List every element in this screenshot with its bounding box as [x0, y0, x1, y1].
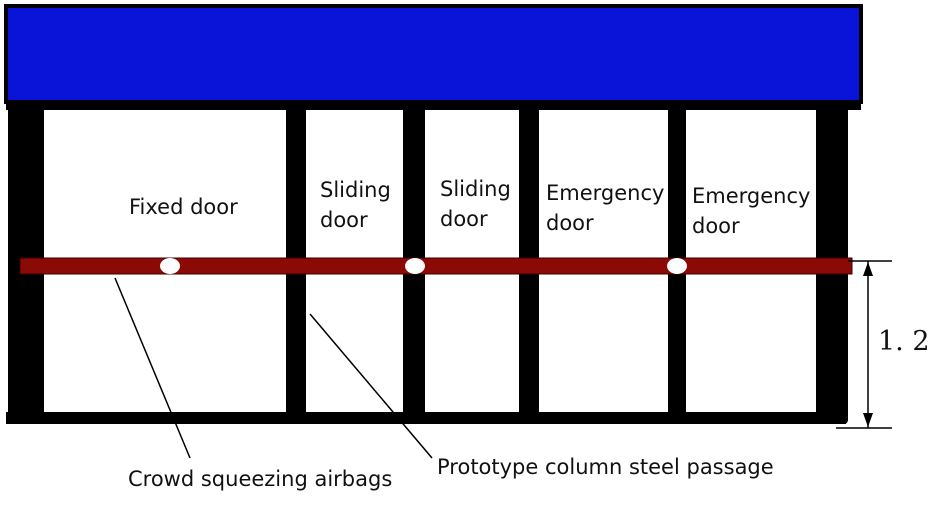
- airbag-2: [405, 258, 425, 274]
- passage-leader-line: [309, 313, 433, 459]
- door-label-sliding-1: Sliding door: [320, 178, 391, 232]
- door-label-emergency-2: Emergency door: [692, 184, 811, 238]
- airbags-annotation: Crowd squeezing airbags: [128, 467, 393, 491]
- passage-annotation: Prototype column steel passage: [437, 455, 774, 479]
- door-label-sliding-2: Sliding door: [440, 177, 511, 231]
- door-label-fixed: Fixed door: [129, 195, 238, 219]
- airbag-3: [667, 258, 687, 274]
- dimension-arrow-up: [863, 262, 873, 276]
- frame-top-bar: [6, 100, 861, 110]
- door-label-emergency-1: Emergency door: [546, 181, 665, 235]
- dimension-arrow-down: [863, 413, 873, 427]
- airbags-leader-line: [114, 277, 191, 459]
- dimension-value: 1. 2: [878, 326, 930, 357]
- frame-bottom-bar: [6, 412, 846, 424]
- steel-passage-bar: [19, 257, 853, 275]
- header-canopy: [4, 4, 863, 104]
- airbag-1: [160, 258, 180, 274]
